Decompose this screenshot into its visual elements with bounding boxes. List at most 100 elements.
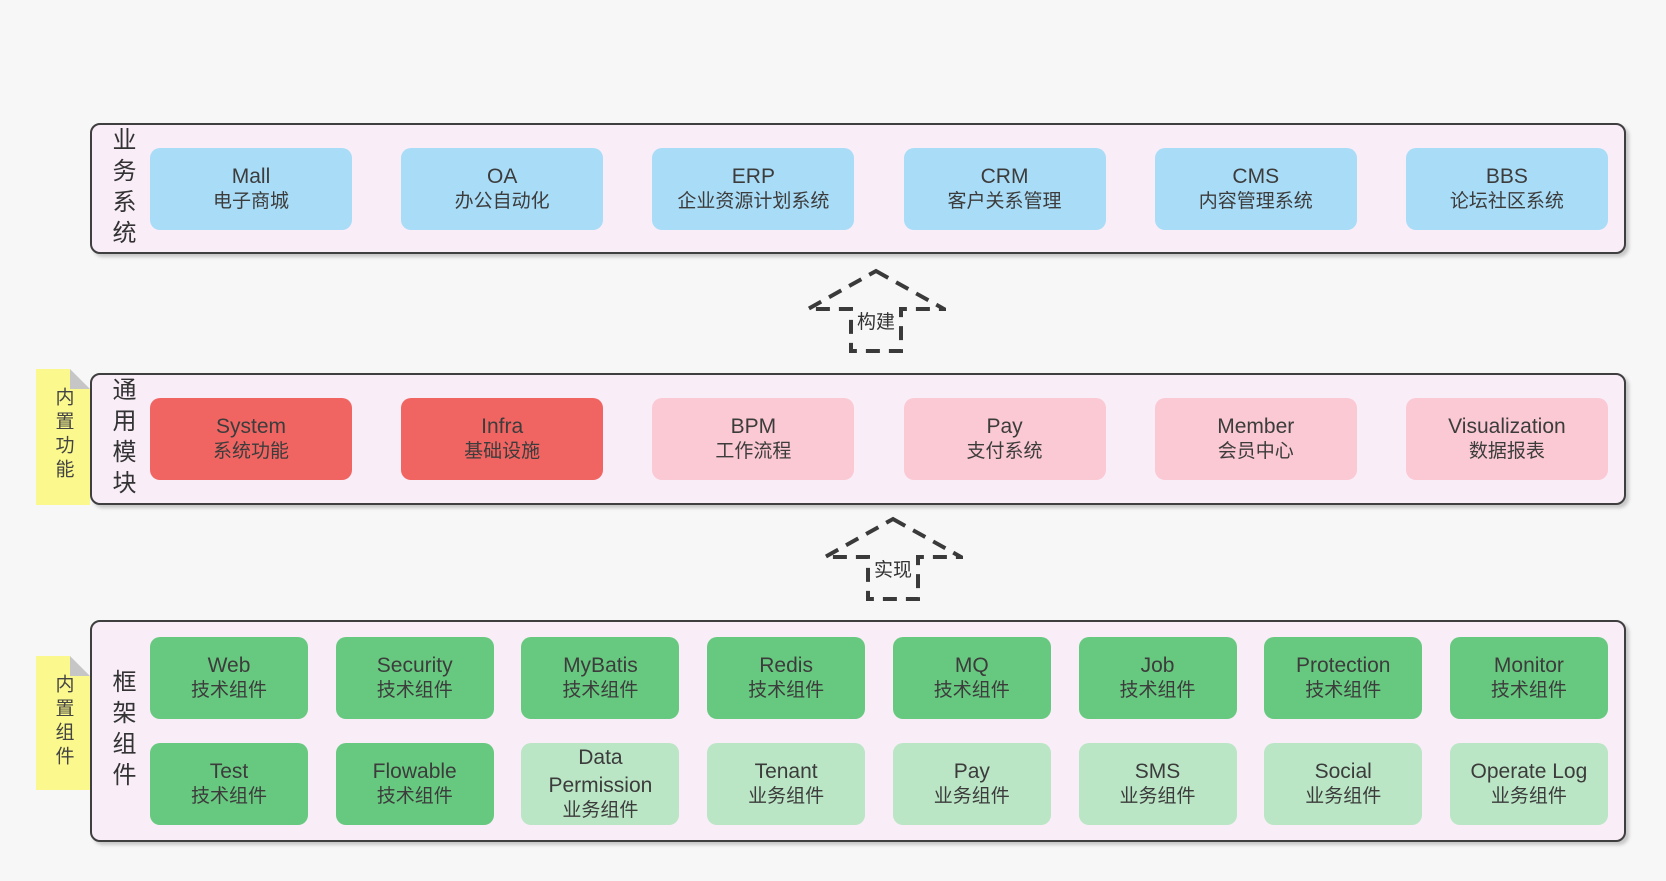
box-mall: Mall 电子商城: [150, 147, 352, 230]
box-mq: MQ 技术组件: [892, 637, 1051, 719]
sticky-note-text: 内置功能: [52, 387, 74, 483]
box-flowable: Flowable 技术组件: [335, 743, 494, 825]
box-cms: CMS 内容管理系统: [1154, 147, 1357, 230]
box-subtitle: 会员中心: [1217, 441, 1294, 463]
box-title: BPM: [730, 415, 777, 438]
box-subtitle: 客户关系管理: [947, 190, 1062, 212]
box-title: Mall: [231, 164, 271, 188]
box-subtitle: 技术组件: [748, 680, 825, 702]
box-subtitle: 业务组件: [1305, 786, 1382, 808]
box-pay: Pay 支付系统: [903, 398, 1106, 480]
box-subtitle: 技术组件: [1305, 680, 1382, 702]
box-title: MyBatis: [563, 654, 638, 677]
box-title: CRM: [980, 164, 1029, 188]
arrow-build: 构建: [806, 268, 946, 354]
box-subtitle: 企业资源计划系统: [677, 190, 830, 212]
box-security: Security 技术组件: [335, 637, 494, 719]
box-title: Redis: [759, 654, 813, 677]
sticky-note-built-in-features: 内置功能: [36, 369, 90, 505]
box-subtitle: 业务组件: [1490, 786, 1567, 808]
box-subtitle: 业务组件: [748, 786, 825, 808]
box-title: Test: [209, 760, 249, 783]
box-subtitle: 系统功能: [212, 441, 289, 463]
box-title: Operate Log: [1470, 760, 1588, 783]
box-subtitle: 技术组件: [933, 680, 1010, 702]
box-bbs: BBS 论坛社区系统: [1405, 147, 1608, 230]
framework-components-row-2: Test 技术组件 Flowable 技术组件 Data Permission …: [150, 743, 1608, 825]
box-subtitle: 内容管理系统: [1198, 190, 1313, 212]
box-subtitle: 业务组件: [933, 786, 1010, 808]
box-protection: Protection 技术组件: [1264, 637, 1423, 719]
box-title: SMS: [1134, 760, 1181, 783]
business-systems-row: Mall 电子商城 OA 办公自动化 ERP 企业资源计划系统 CRM 客户关系…: [150, 147, 1624, 230]
box-title: OA: [487, 164, 518, 188]
box-title: System: [215, 415, 286, 438]
framework-components-row-1: Web 技术组件 Security 技术组件 MyBatis 技术组件 Redi…: [150, 637, 1608, 719]
box-title: Member: [1217, 415, 1295, 438]
box-title: Web: [207, 654, 251, 677]
box-title: Social: [1314, 760, 1372, 783]
box-subtitle: 技术组件: [190, 786, 267, 808]
box-title: Pay: [986, 415, 1023, 438]
layer-label-text: 框架组件: [108, 669, 135, 793]
box-subtitle: 办公自动化: [454, 190, 550, 212]
sticky-note-text: 内置组件: [52, 674, 74, 770]
box-subtitle: 技术组件: [1119, 680, 1196, 702]
box-crm: CRM 客户关系管理: [903, 147, 1106, 230]
sticky-note-built-in-components: 内置组件: [36, 656, 90, 790]
box-title: Infra: [481, 415, 524, 438]
box-title: Tenant: [754, 760, 818, 783]
box-subtitle: 基础设施: [464, 441, 541, 463]
layer-common-modules: 通用模块 System 系统功能 Infra 基础设施 BPM 工作流程 Pay…: [90, 373, 1626, 505]
box-erp: ERP 企业资源计划系统: [652, 147, 855, 230]
box-redis: Redis 技术组件: [707, 637, 866, 719]
box-test: Test 技术组件: [150, 743, 308, 825]
box-pay-biz: Pay 业务组件: [892, 743, 1051, 825]
box-subtitle: 技术组件: [376, 786, 453, 808]
folded-corner-icon: [70, 656, 90, 676]
box-title: Security: [376, 654, 453, 677]
box-subtitle: 工作流程: [715, 441, 792, 463]
box-infra: Infra 基础设施: [401, 398, 604, 480]
box-title: MQ: [954, 654, 989, 677]
box-oa: OA 办公自动化: [401, 147, 604, 230]
layer-label-text: 通用模块: [108, 377, 135, 501]
box-subtitle: 数据报表: [1468, 441, 1545, 463]
box-mybatis: MyBatis 技术组件: [521, 637, 680, 719]
box-title: Flowable: [372, 760, 457, 783]
box-sms: SMS 业务组件: [1078, 743, 1237, 825]
box-bpm: BPM 工作流程: [652, 398, 855, 480]
box-subtitle: 技术组件: [376, 680, 453, 702]
box-title: ERP: [731, 164, 775, 188]
box-subtitle: 论坛社区系统: [1449, 190, 1564, 212]
box-title: Job: [1140, 654, 1175, 677]
box-operate-log: Operate Log 业务组件: [1449, 743, 1608, 825]
box-data-permission: Data Permission 业务组件: [521, 743, 680, 825]
folded-corner-icon: [70, 369, 90, 389]
box-job: Job 技术组件: [1078, 637, 1237, 719]
box-subtitle: 业务组件: [562, 799, 639, 821]
arrow-label: 构建: [853, 306, 899, 335]
box-visualization: Visualization 数据报表: [1405, 398, 1608, 480]
layer-framework-components: 框架组件 Web 技术组件 Security 技术组件 MyBatis 技术组件…: [90, 620, 1626, 842]
box-title: Protection: [1295, 654, 1391, 677]
framework-components-rows: Web 技术组件 Security 技术组件 MyBatis 技术组件 Redi…: [150, 637, 1624, 825]
arrow-label: 实现: [870, 554, 916, 583]
layer-business-systems: 业务系统 Mall 电子商城 OA 办公自动化 ERP 企业资源计划系统 CRM…: [90, 123, 1626, 254]
box-monitor: Monitor 技术组件: [1449, 637, 1608, 719]
box-subtitle: 电子商城: [212, 190, 289, 212]
box-title: BBS: [1485, 164, 1528, 188]
layer-label-common-modules: 通用模块: [92, 375, 150, 503]
box-title: Data Permission: [548, 746, 653, 797]
up-arrow-icon: [823, 516, 963, 601]
layer-label-business-systems: 业务系统: [92, 125, 150, 252]
box-subtitle: 技术组件: [1490, 680, 1567, 702]
box-title: CMS: [1232, 164, 1280, 188]
box-title: Pay: [953, 760, 990, 783]
box-title: Visualization: [1448, 415, 1566, 438]
box-tenant: Tenant 业务组件: [707, 743, 866, 825]
layer-label-framework-components: 框架组件: [92, 622, 150, 840]
box-subtitle: 业务组件: [1119, 786, 1196, 808]
up-arrow-icon: [806, 268, 946, 353]
common-modules-row: System 系统功能 Infra 基础设施 BPM 工作流程 Pay 支付系统…: [150, 398, 1624, 480]
